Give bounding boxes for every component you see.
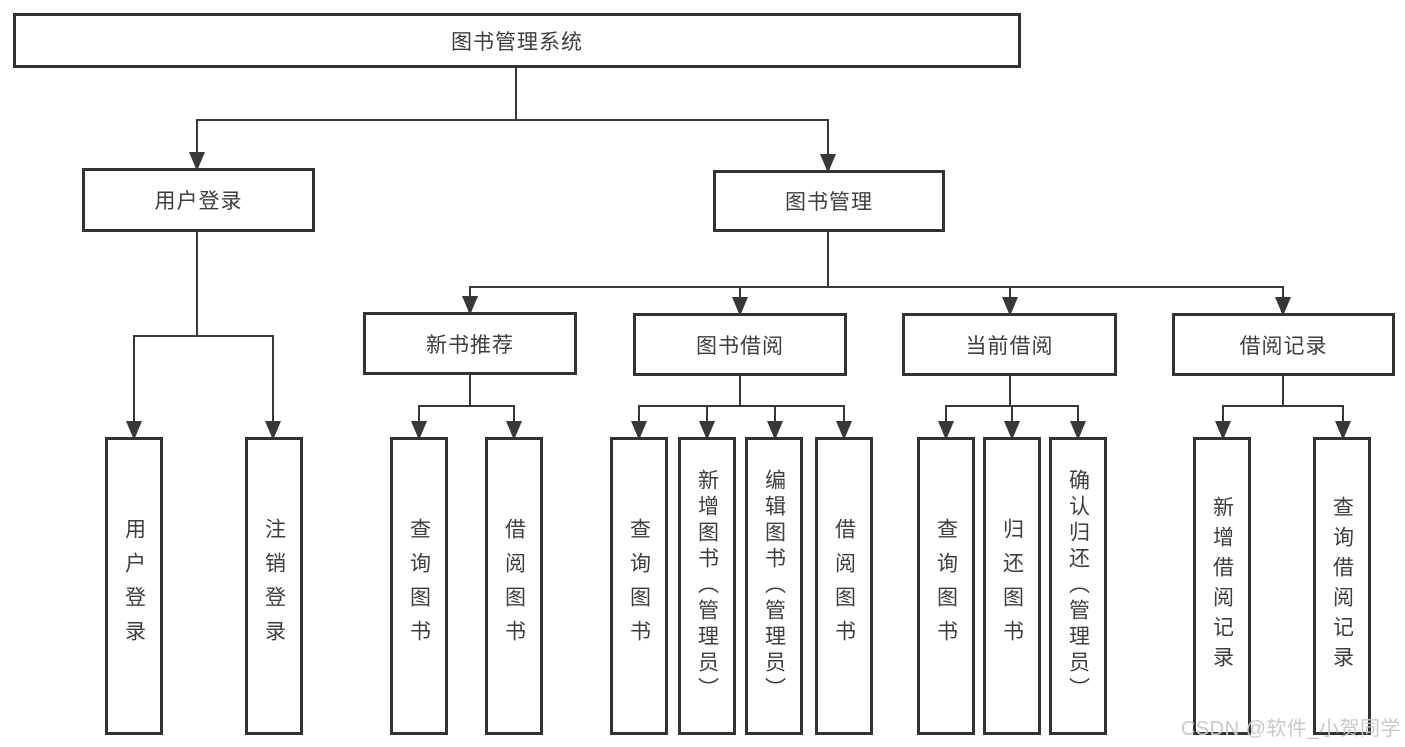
node-label: 借阅记录	[1239, 334, 1328, 358]
node-label: 查询图书	[407, 518, 431, 654]
connector-line	[1222, 405, 1224, 422]
node-edit-book-admin: 编辑图书（管理员）	[745, 437, 803, 735]
node-label: 图书管理系统	[451, 30, 583, 54]
connector-line	[1011, 405, 1013, 422]
node-library-system: 图书管理系统	[13, 13, 1021, 68]
node-label: 当前借阅	[965, 334, 1054, 358]
connector-line	[418, 405, 420, 422]
node-borrowing-records: 借阅记录	[1172, 313, 1395, 376]
node-return-books: 归还图书	[983, 437, 1041, 735]
arrowhead-down-icon	[820, 154, 836, 173]
connector-line	[1077, 405, 1079, 422]
arrowhead-down-icon	[126, 421, 142, 440]
node-query-borrow-record: 查询借阅记录	[1313, 437, 1371, 735]
connector-line	[1282, 286, 1284, 298]
connector-line	[196, 230, 198, 337]
connector-line	[774, 405, 776, 422]
connector-line	[469, 373, 471, 407]
connector-line	[843, 405, 845, 422]
connector-line	[1282, 374, 1284, 407]
node-borrow-books-action: 借阅图书	[815, 437, 873, 735]
connector-line	[706, 405, 708, 422]
connector-line	[638, 405, 640, 422]
node-label: 用户登录	[154, 190, 243, 213]
node-current-borrowing: 当前借阅	[902, 313, 1117, 376]
arrowhead-down-icon	[189, 152, 205, 171]
node-user-login: 用户登录	[82, 168, 315, 232]
connector-line	[515, 66, 517, 121]
arrowhead-down-icon	[836, 421, 852, 440]
connector-line	[1009, 286, 1011, 298]
node-label: 新书推荐	[426, 333, 514, 357]
node-book-borrowing: 图书借阅	[633, 313, 847, 376]
connector-line	[513, 405, 515, 422]
watermark: CSDN @软件_小贺同学	[1180, 718, 1401, 740]
arrowhead-down-icon	[631, 421, 647, 440]
arrowhead-down-icon	[1335, 421, 1351, 440]
connector-line	[827, 230, 829, 288]
node-logout-action: 注销登录	[245, 437, 303, 735]
connector-line	[133, 335, 135, 422]
arrowhead-down-icon	[767, 421, 783, 440]
node-book-management: 图书管理	[713, 170, 945, 232]
connector-line	[739, 374, 741, 407]
arrowhead-down-icon	[699, 421, 715, 440]
connector-line	[133, 335, 274, 337]
arrowhead-down-icon	[1004, 421, 1020, 440]
connector-line	[469, 286, 1284, 288]
connector-line	[638, 405, 845, 407]
node-add-book-admin: 新增图书（管理员）	[678, 437, 736, 735]
arrowhead-down-icon	[1275, 297, 1291, 316]
node-new-book-recommendation: 新书推荐	[363, 312, 577, 375]
arrowhead-down-icon	[1070, 421, 1086, 440]
node-borrow-books-recommend: 借阅图书	[485, 437, 543, 735]
connector-line	[469, 286, 471, 298]
node-label: 查询图书	[934, 518, 958, 654]
connector-line	[196, 119, 829, 121]
arrowhead-down-icon	[411, 421, 427, 440]
connector-line	[945, 405, 1079, 407]
connector-line	[1342, 405, 1344, 422]
node-user-login-action: 用户登录	[105, 437, 163, 735]
node-label: 归还图书	[1000, 518, 1024, 654]
arrowhead-down-icon	[265, 421, 281, 440]
node-query-books-current: 查询图书	[917, 437, 975, 735]
node-label: 借阅图书	[502, 518, 526, 654]
node-label: 编辑图书（管理员）	[762, 469, 786, 703]
node-add-borrow-record: 新增借阅记录	[1193, 437, 1251, 735]
node-label: 图书管理	[785, 191, 873, 214]
connector-line	[827, 119, 829, 154]
node-query-books-borrowing: 查询图书	[610, 437, 668, 735]
node-label: 新增图书（管理员）	[695, 469, 719, 703]
connector-line	[418, 405, 515, 407]
connector-line	[739, 286, 741, 298]
arrowhead-down-icon	[1002, 297, 1018, 316]
node-query-books-recommend: 查询图书	[390, 437, 448, 735]
arrowhead-down-icon	[938, 421, 954, 440]
connector-line	[272, 335, 274, 422]
arrowhead-down-icon	[506, 421, 522, 440]
node-label: 查询图书	[627, 518, 651, 654]
node-label: 注销登录	[262, 518, 286, 654]
connector-line	[196, 119, 198, 154]
node-label: 用户登录	[122, 518, 146, 654]
connector-line	[945, 405, 947, 422]
arrowhead-down-icon	[462, 296, 478, 315]
node-label: 借阅图书	[832, 518, 856, 654]
arrowhead-down-icon	[1215, 421, 1231, 440]
node-confirm-return-admin: 确认归还（管理员）	[1049, 437, 1107, 735]
node-label: 确认归还（管理员）	[1066, 469, 1090, 703]
connector-line	[1222, 405, 1344, 407]
arrowhead-down-icon	[732, 297, 748, 316]
node-label: 新增借阅记录	[1210, 496, 1234, 676]
node-label: 查询借阅记录	[1330, 496, 1354, 676]
connector-line	[1009, 374, 1011, 407]
node-label: 图书借阅	[696, 334, 784, 358]
